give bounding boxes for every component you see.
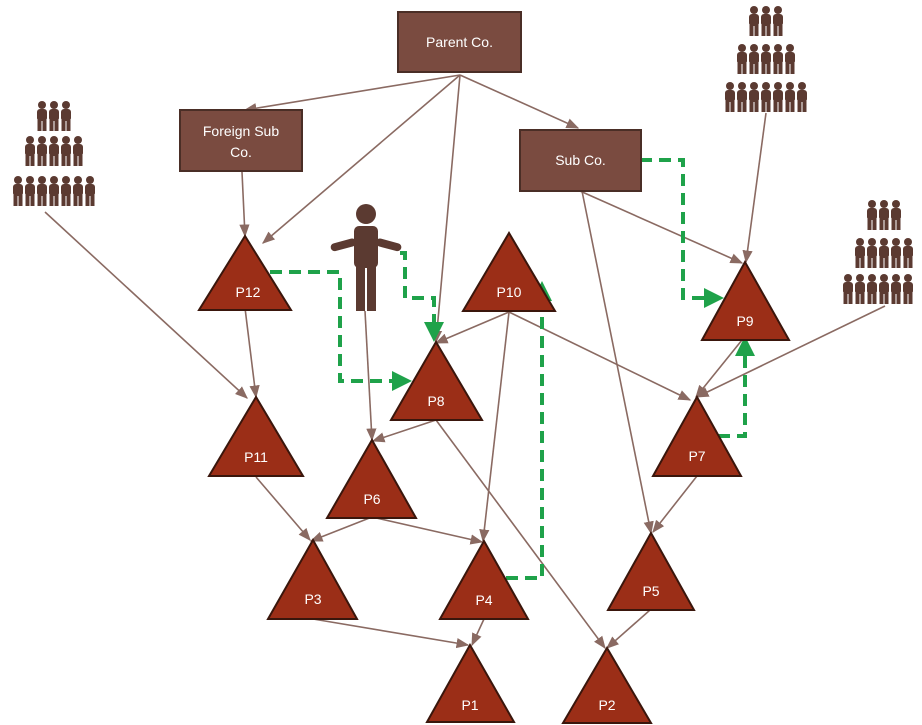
edge-person-p6 bbox=[364, 310, 377, 442]
foreign-sub-company-box bbox=[179, 109, 303, 172]
triangle-p5 bbox=[606, 530, 696, 611]
edge-crowd-p9 bbox=[742, 112, 767, 264]
person-icon bbox=[330, 204, 402, 311]
label-p11: P11 bbox=[244, 449, 268, 465]
sub-company-node: Sub Co. bbox=[519, 129, 642, 192]
ownership-edges bbox=[44, 74, 886, 650]
edge-p5-p2 bbox=[606, 609, 651, 649]
edge-p7-p5 bbox=[652, 475, 698, 534]
edge-p11-p3 bbox=[255, 476, 311, 541]
triangle-p3 bbox=[266, 537, 359, 620]
edge-sub-p5 bbox=[581, 190, 654, 535]
entity-p7: P7 bbox=[651, 394, 743, 477]
label-p9: P9 bbox=[736, 313, 753, 329]
edge-p10-p8 bbox=[434, 311, 510, 344]
parent-company-box bbox=[397, 11, 522, 73]
triangle-p1 bbox=[425, 642, 516, 723]
foreign-sub-company-label-line1: Foreign Sub bbox=[203, 123, 279, 139]
triangle-p2 bbox=[561, 646, 653, 724]
edge-parent-p8 bbox=[431, 74, 461, 344]
edge-foreignsub-p12 bbox=[239, 171, 250, 238]
triangle-p6 bbox=[325, 437, 418, 519]
crowd-icon-top-right bbox=[725, 6, 807, 112]
flow-person-p8 bbox=[400, 251, 444, 342]
edge-p8-p2 bbox=[435, 419, 606, 650]
edge-p10-p4 bbox=[479, 311, 510, 543]
flow-p12-p8 bbox=[270, 270, 412, 391]
triangle-p4 bbox=[438, 538, 530, 620]
parent-company-label: Parent Co. bbox=[426, 34, 493, 50]
triangle-p10 bbox=[461, 231, 557, 312]
entity-p11: P11 bbox=[207, 395, 305, 477]
label-p4: P4 bbox=[475, 592, 492, 608]
edge-p6-p3 bbox=[309, 516, 373, 542]
crowd-icon-right bbox=[843, 200, 913, 304]
edge-parent-p12 bbox=[262, 74, 461, 244]
label-p3: P3 bbox=[304, 591, 321, 607]
flow-p4-p10 bbox=[506, 281, 552, 580]
flow-p7-p9 bbox=[718, 336, 755, 438]
edge-p9-p7 bbox=[695, 339, 743, 398]
edge-p12-p11 bbox=[244, 307, 260, 399]
edge-p6-p4 bbox=[371, 516, 484, 545]
triangle-p9 bbox=[700, 259, 791, 341]
label-p5: P5 bbox=[642, 583, 659, 599]
label-p10: P10 bbox=[497, 284, 522, 300]
edge-crowd-p7 bbox=[695, 305, 886, 398]
sub-company-label: Sub Co. bbox=[555, 152, 606, 168]
foreign-sub-company-node: Foreign Sub Co. bbox=[179, 109, 303, 172]
edge-p8-p6 bbox=[371, 419, 437, 443]
label-p7: P7 bbox=[688, 448, 705, 464]
label-p6: P6 bbox=[363, 491, 380, 507]
edge-p4-p1 bbox=[471, 618, 485, 647]
crowd-icon-left bbox=[13, 101, 95, 206]
label-p1: P1 bbox=[461, 697, 478, 713]
edge-crowd-p11 bbox=[44, 211, 248, 399]
control-flows bbox=[270, 158, 755, 580]
parent-company-node: Parent Co. bbox=[397, 11, 522, 73]
entity-p1: P1 bbox=[425, 642, 516, 723]
edge-sub-p9 bbox=[579, 190, 744, 264]
label-p12: P12 bbox=[236, 284, 261, 300]
entity-p8: P8 bbox=[389, 340, 484, 421]
triangle-p12 bbox=[197, 234, 293, 311]
foreign-sub-company-label-line2: Co. bbox=[230, 144, 252, 160]
entity-p2: P2 bbox=[561, 646, 653, 724]
edge-p10-p7 bbox=[508, 311, 692, 401]
label-p8: P8 bbox=[427, 393, 444, 409]
edge-p3-p1 bbox=[312, 618, 470, 649]
edge-parent-sub bbox=[459, 74, 580, 129]
entity-p4: P4 bbox=[438, 538, 530, 620]
entity-p10: P10 bbox=[461, 231, 557, 312]
entity-p6: P6 bbox=[325, 437, 418, 519]
label-p2: P2 bbox=[598, 697, 615, 713]
triangle-p8 bbox=[389, 340, 484, 421]
sub-company-box bbox=[519, 129, 642, 192]
triangle-p11 bbox=[207, 395, 305, 477]
flow-sub-p9 bbox=[640, 158, 724, 308]
entity-p12: P12 bbox=[197, 234, 293, 311]
edge-parent-foreignsub bbox=[243, 74, 461, 114]
triangle-p7 bbox=[651, 394, 743, 477]
entity-p9: P9 bbox=[700, 259, 791, 341]
entity-p5: P5 bbox=[606, 530, 696, 611]
entity-p3: P3 bbox=[266, 537, 359, 620]
